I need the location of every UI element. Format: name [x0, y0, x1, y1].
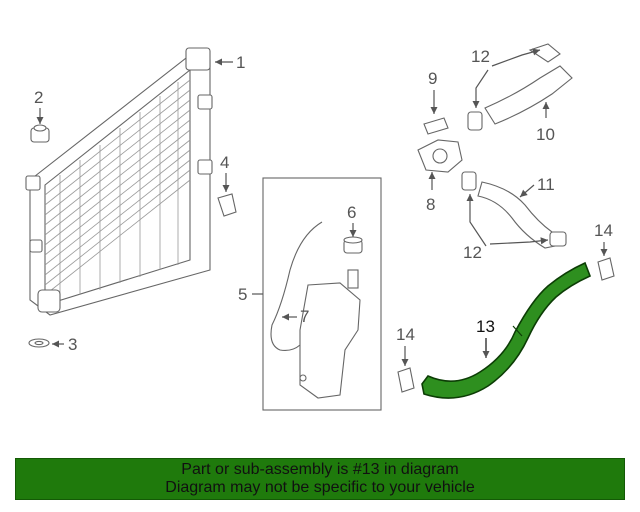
svg-text:1: 1	[236, 53, 245, 72]
info-banner: Part or sub-assembly is #13 in diagram D…	[15, 458, 625, 500]
reservoir-tank	[299, 269, 361, 399]
reservoir-cap	[343, 236, 363, 254]
radiator-cap	[423, 117, 449, 135]
callout-9: 9	[428, 69, 438, 114]
svg-text:14: 14	[396, 325, 415, 344]
callout-6: 6	[347, 203, 357, 237]
svg-text:8: 8	[426, 195, 435, 214]
svg-text:4: 4	[220, 153, 229, 172]
radiator	[25, 47, 213, 316]
hose-clamp-lower	[397, 367, 415, 393]
svg-text:6: 6	[347, 203, 356, 222]
callout-12-lower: 12	[463, 194, 549, 262]
svg-text:13: 13	[476, 317, 495, 336]
banner-line-2: Diagram may not be specific to your vehi…	[165, 479, 475, 496]
mount-bracket	[217, 193, 237, 217]
banner-line-1: Part or sub-assembly is #13 in diagram	[181, 461, 459, 478]
callout-2: 2	[34, 88, 44, 124]
svg-text:2: 2	[34, 88, 43, 107]
parts-diagram: 1 2 3 4 5 6 7 8 9 10 11 12	[25, 43, 615, 411]
callout-14-upper: 14	[594, 221, 613, 256]
callout-4: 4	[220, 153, 230, 192]
highlighted-hose-part-13[interactable]	[421, 261, 592, 399]
washer	[28, 338, 50, 348]
callout-12-upper: 12	[471, 47, 541, 108]
callout-14-lower: 14	[396, 325, 415, 366]
callout-11: 11	[519, 175, 555, 198]
callout-13: 13	[476, 317, 495, 358]
svg-text:14: 14	[594, 221, 613, 240]
callout-10: 10	[536, 102, 555, 144]
thermostat-housing	[417, 139, 463, 173]
svg-text:7: 7	[300, 307, 309, 326]
svg-text:5: 5	[238, 285, 247, 304]
svg-text:3: 3	[68, 335, 77, 354]
lower-hose	[461, 171, 567, 249]
callout-7: 7	[282, 307, 309, 326]
svg-text:10: 10	[536, 125, 555, 144]
callout-1: 1	[215, 53, 245, 72]
svg-text:11: 11	[537, 175, 555, 194]
callout-5: 5	[238, 285, 263, 304]
svg-text:9: 9	[428, 69, 437, 88]
callout-8: 8	[426, 172, 436, 214]
upper-hose	[467, 43, 573, 131]
hose-clamp-upper	[597, 257, 615, 281]
overflow-hose	[270, 221, 323, 351]
callout-3: 3	[52, 335, 77, 354]
svg-text:12: 12	[463, 243, 482, 262]
drain-plug	[30, 124, 50, 143]
svg-text:12: 12	[471, 47, 490, 66]
